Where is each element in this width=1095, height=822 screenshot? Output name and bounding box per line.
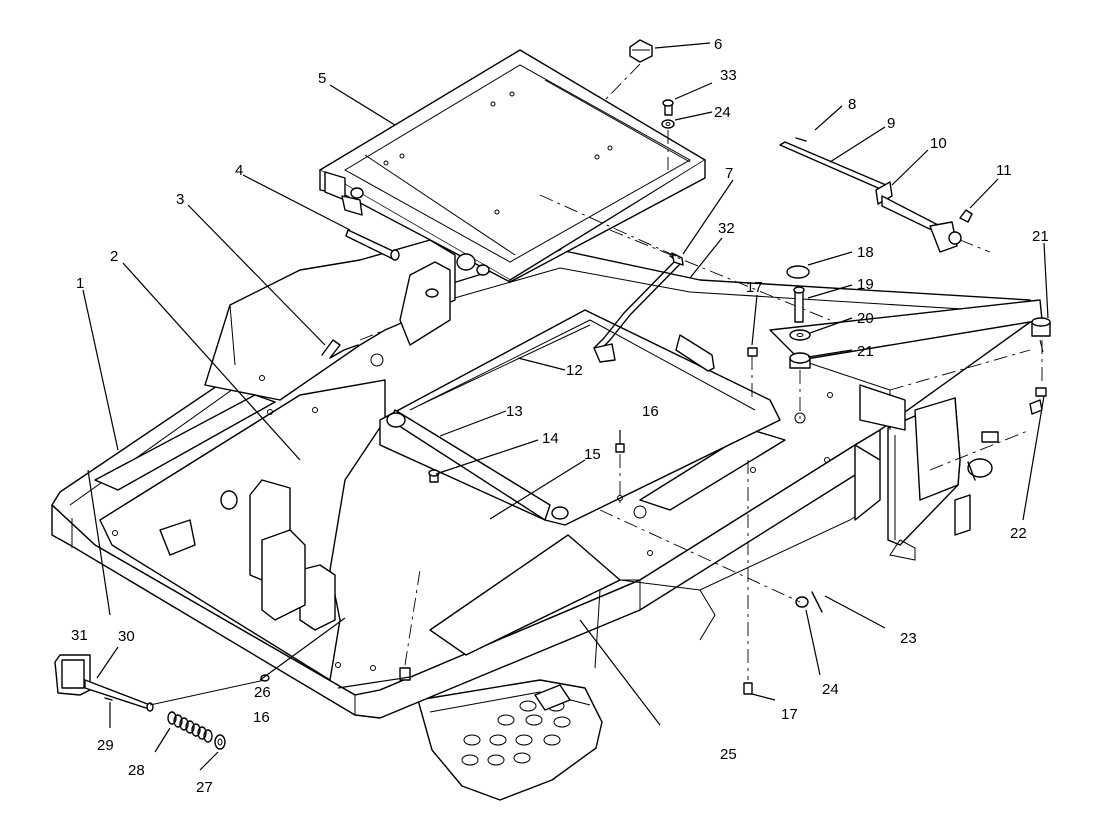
callout-21a: 21 (1032, 228, 1049, 245)
callout-29: 29 (97, 737, 114, 754)
callout-11: 11 (996, 162, 1012, 179)
bushing-stack (743, 265, 811, 695)
callout-27: 27 (196, 779, 213, 796)
callout-31: 31 (71, 627, 88, 644)
callout-19: 19 (857, 276, 874, 293)
main-frame (51, 239, 1043, 719)
seat-pan (319, 49, 706, 283)
callout-2: 2 (110, 248, 118, 265)
callout-1: 1 (76, 275, 84, 292)
callout-12: 12 (566, 362, 583, 379)
callout-3: 3 (176, 191, 184, 208)
pin-spring-assembly (54, 654, 270, 750)
callout-16b: 16 (253, 709, 270, 726)
callout-13: 13 (506, 403, 523, 420)
callout-6: 6 (714, 36, 722, 53)
rod-assembly (539, 194, 831, 372)
pin-and-clip (321, 229, 400, 359)
callout-15: 15 (584, 446, 601, 463)
leader-lines (82, 42, 1049, 771)
callout-32: 32 (718, 220, 735, 237)
callout-26: 26 (254, 684, 271, 701)
callout-18: 18 (857, 244, 874, 261)
callout-24b: 24 (822, 681, 839, 698)
callout-20: 20 (857, 310, 874, 327)
callout-4: 4 (235, 162, 243, 179)
callout-33: 33 (720, 67, 737, 84)
callout-17a: 17 (746, 279, 763, 296)
callout-5: 5 (318, 70, 326, 87)
callout-23: 23 (900, 630, 917, 647)
callout-25: 25 (720, 746, 737, 763)
callout-7: 7 (725, 165, 733, 182)
callout-30: 30 (118, 628, 135, 645)
foot-plate (417, 679, 603, 801)
callout-21b: 21 (857, 343, 874, 360)
lower-hardware (399, 443, 823, 681)
callout-9: 9 (887, 115, 895, 132)
callout-22: 22 (1010, 525, 1027, 542)
callout-16a: 16 (642, 403, 659, 420)
callout-14: 14 (542, 430, 559, 447)
callout-8: 8 (848, 96, 856, 113)
rod-bracket-assembly (779, 137, 991, 253)
callout-17b: 17 (781, 706, 798, 723)
seat-hardware (604, 39, 675, 170)
callout-24a: 24 (714, 104, 731, 121)
callout-10: 10 (930, 135, 947, 152)
callout-28: 28 (128, 762, 145, 779)
callout-labels: 1 2 3 4 5 6 7 8 9 10 11 12 13 14 15 16 1… (71, 36, 1049, 796)
